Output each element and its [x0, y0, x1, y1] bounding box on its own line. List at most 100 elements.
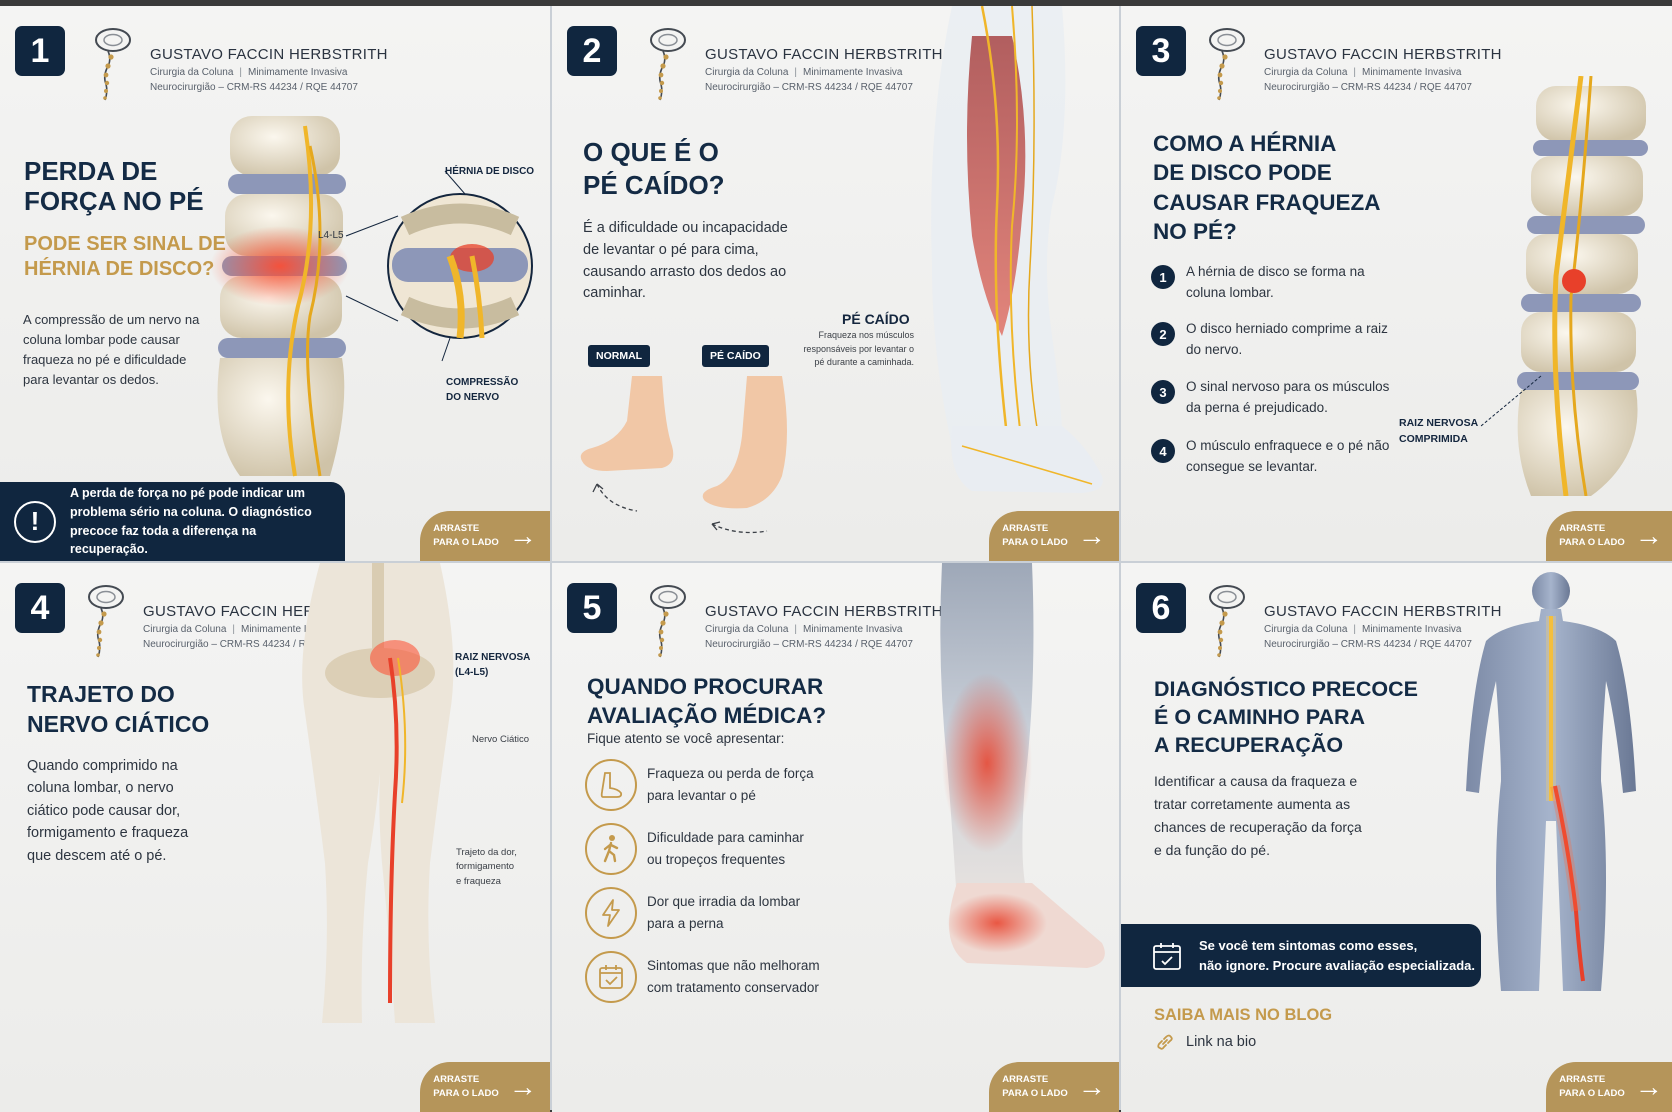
brand-name: GUSTAVO FACCIN HERBSTRITH [1264, 603, 1502, 620]
spine-logo-icon [85, 583, 131, 661]
alert-box: ! A perda de força no pé pode indicar um… [0, 482, 345, 561]
cta-line-2: não ignore. Procure avaliação especializ… [1199, 957, 1476, 973]
arrow-right-icon: → [1077, 1071, 1106, 1102]
slide-text: A compressão de um nervo na coluna lomba… [23, 312, 200, 388]
spine-logo-icon [647, 26, 693, 104]
cta-box: Se você tem sintomas como esses, não igno… [1121, 924, 1481, 987]
label-level: L4-L5 [318, 230, 344, 241]
human-body-spine-illustration [1466, 572, 1636, 991]
slide-number: 6 [1136, 583, 1186, 633]
slide-number: 4 [15, 583, 65, 633]
bio-link-label: Link na bio [1186, 1034, 1257, 1050]
lightning-icon [602, 899, 620, 927]
spine-logo-icon [92, 26, 138, 104]
arrow-right-icon: → [508, 520, 537, 551]
label-sciatic-nerve: Nervo Ciático [472, 734, 530, 745]
brand-header: GUSTAVO FACCIN HERBSTRITH Cirurgia da Co… [647, 583, 943, 661]
brand-name: GUSTAVO FACCIN HERBSTRITH [705, 46, 943, 63]
slide-1: 1 GUSTAVO FACCIN HERBSTRITH Cirurgia da … [0, 6, 550, 561]
spine-compressed-root-illustration [1480, 76, 1648, 496]
slide-text: É a dificuldade ou incapacidade de levan… [583, 220, 788, 302]
slide-number: 2 [567, 26, 617, 76]
label-nerve-root: RAIZ NERVOSA(L4-L5) [455, 652, 531, 678]
cta-line-1: Se você tem sintomas como esses, [1199, 938, 1418, 953]
walking-person-icon [603, 835, 619, 863]
foot-drop-note: Fraqueza nos músculos responsáveis por l… [803, 330, 914, 367]
arrow-right-icon: → [508, 1071, 537, 1102]
brand-name: GUSTAVO FACCIN HERBSTRITH [1264, 46, 1502, 63]
brand-credentials: Neurocirurgião – CRM-RS 44234 / RQE 4470… [705, 639, 913, 650]
slide-text: Identificar a causa da fraqueza e tratar… [1154, 773, 1362, 859]
slide-3: 3 GUSTAVO FACCIN HERBSTRITH Cirurgia da … [1121, 6, 1672, 561]
arrow-right-icon: → [1634, 1071, 1663, 1102]
slide-6: 6 GUSTAVO FACCIN HERBSTRITH Cirurgia da … [1121, 563, 1672, 1112]
bio-link[interactable]: Link na bio [1154, 1031, 1256, 1053]
slide-text: Quando comprimido na coluna lombar, o ne… [27, 758, 189, 864]
slide-5: 5 GUSTAVO FACCIN HERBSTRITH Cirurgia da … [552, 563, 1119, 1112]
alert-text: A perda de força no pé pode indicar um p… [70, 486, 312, 557]
sciatic-nerve-illustration [302, 563, 454, 1023]
label-hernia: HÉRNIA DE DISCO [445, 166, 535, 177]
brand-credentials: Neurocirurgião – CRM-RS 44234 / RQE 4470… [143, 639, 351, 650]
feet-comparison-illustration [580, 376, 787, 534]
brand-credentials: Neurocirurgião – CRM-RS 44234 / RQE 4470… [150, 82, 358, 93]
slide-number: 1 [15, 26, 65, 76]
link-icon [1157, 1034, 1173, 1050]
brand-specialty: Cirurgia da Coluna [150, 67, 234, 78]
blog-heading: SAIBA MAIS NO BLOG [1154, 1006, 1333, 1024]
arrow-right-icon: → [1077, 520, 1106, 551]
tag-normal: NORMAL [588, 345, 651, 367]
brand-credentials: Neurocirurgião – CRM-RS 44234 / RQE 4470… [1264, 639, 1472, 650]
brand-header: GUSTAVO FACCIN HERBSTRITH Cirurgia da Co… [92, 26, 388, 104]
foot-icon [600, 772, 623, 798]
slide-number: 3 [1136, 26, 1186, 76]
slide-2: 2 GUSTAVO FACCIN HERBSTRITH Cirurgia da … [552, 6, 1119, 561]
slide-number: 5 [567, 583, 617, 633]
brand-header: GUSTAVO FACCIN HERBSTRITH Cirurgia da Co… [1206, 583, 1502, 661]
arrow-right-icon: → [1634, 520, 1663, 551]
exclamation-icon: ! [14, 500, 56, 543]
brand-header: GUSTAVO FACCIN HERBSTRITH Cirurgia da Co… [647, 26, 943, 104]
brand-name: GUSTAVO FACCIN HERBSTRITH [705, 603, 943, 620]
spine-logo-icon [647, 583, 693, 661]
brand-technique: Minimamente Invasiva [248, 67, 348, 78]
label-foot-drop: PÉ CAÍDO [842, 311, 910, 327]
leg-pain-illustration [940, 563, 1105, 968]
brand-header: GUSTAVO FACCIN HERBSTRITH Cirurgia da Co… [1206, 26, 1502, 104]
lumbar-spine-illustration [210, 116, 533, 477]
tag-foot-drop: PÉ CAÍDO [702, 345, 769, 367]
calendar-check-icon [1153, 942, 1181, 970]
spine-logo-icon [1206, 26, 1252, 104]
brand-credentials: Neurocirurgião – CRM-RS 44234 / RQE 4470… [705, 82, 913, 93]
spine-logo-icon [1206, 583, 1252, 661]
slide-4: 4 GUSTAVO FACCIN HERBSTRITH Cirurgia da … [0, 563, 550, 1112]
brand-name: GUSTAVO FACCIN HERBSTRITH [150, 46, 388, 63]
slide-intro: Fique atento se você apresentar: [587, 731, 785, 746]
calendar-check-icon [599, 965, 623, 989]
brand-credentials: Neurocirurgião – CRM-RS 44234 / RQE 4470… [1264, 82, 1472, 93]
